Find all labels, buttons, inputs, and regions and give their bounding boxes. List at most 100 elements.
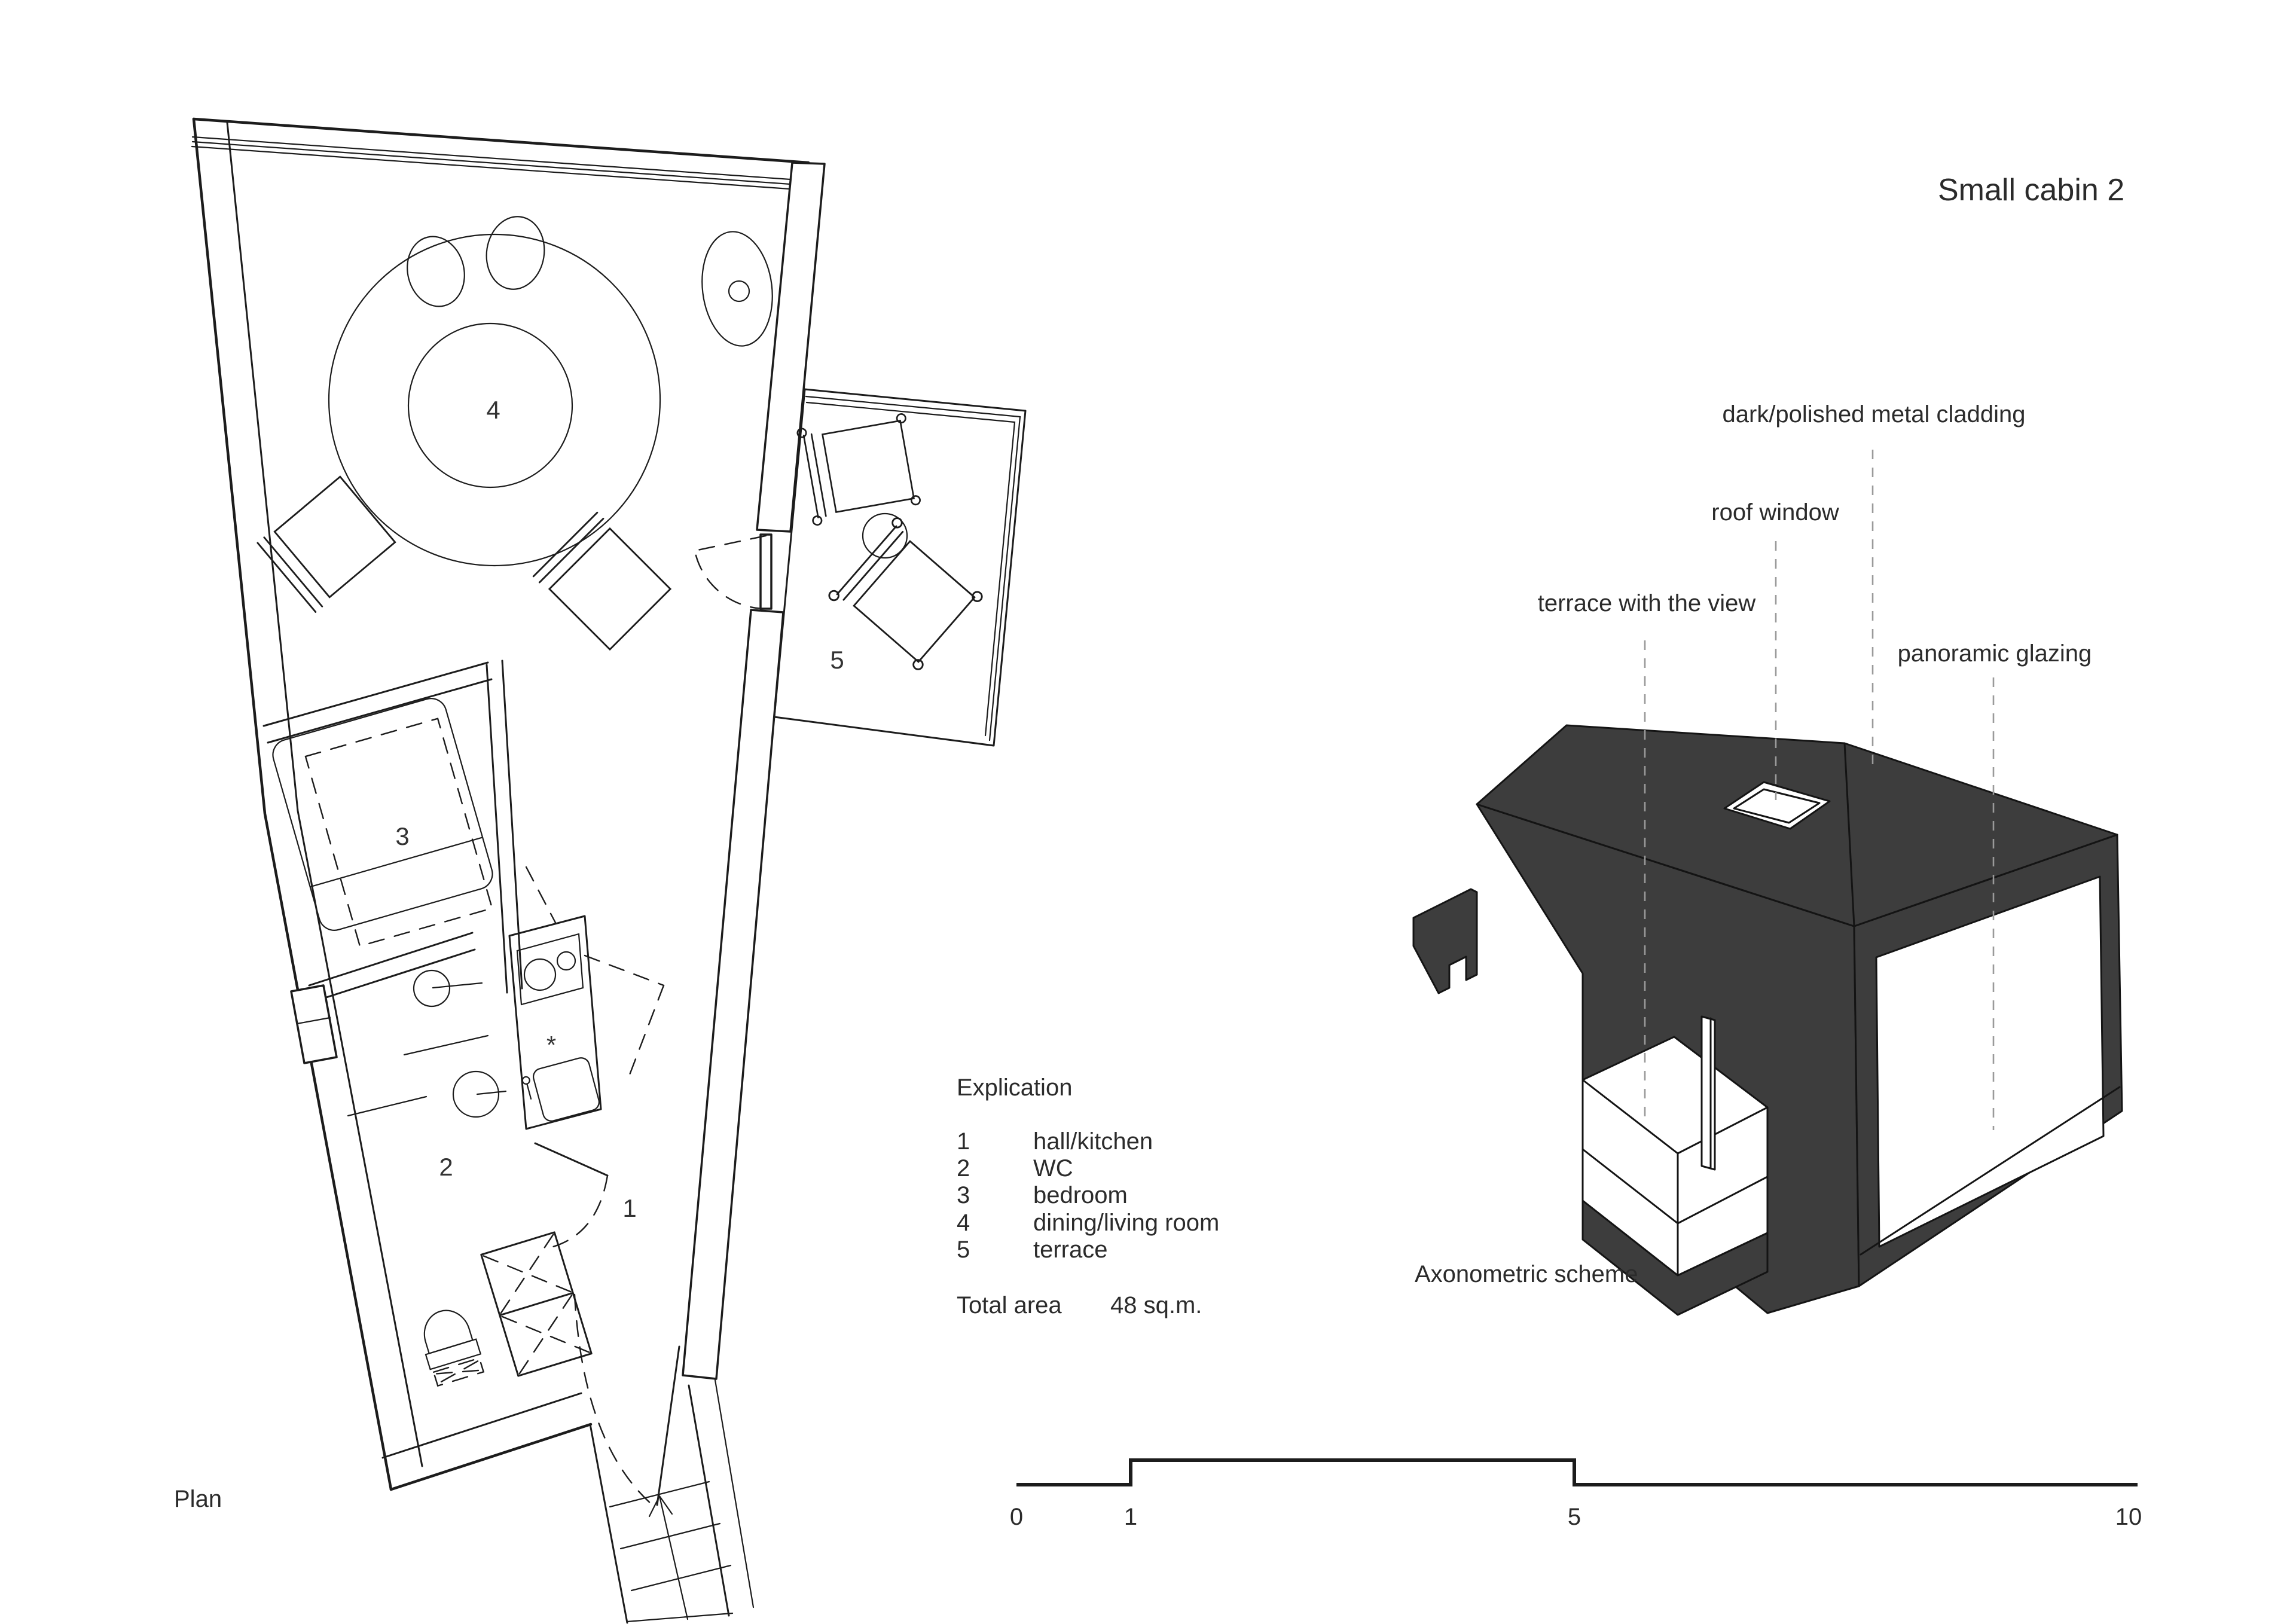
- stairs-center-line: [658, 1495, 689, 1620]
- left-wall-outer: [192, 117, 393, 1491]
- axonometric-scheme: dark/polished metal cladding roof window…: [1412, 401, 2123, 1316]
- entry-door-swing: [573, 1293, 657, 1509]
- stairs-bottom: [626, 1612, 734, 1623]
- wc-shelf-line-1: [403, 1034, 489, 1056]
- stairs-arrow-left: [648, 1495, 661, 1518]
- scale-bar: 0 1 5 10: [1010, 1458, 2142, 1530]
- kitchen-burner-large: [523, 958, 557, 991]
- window-band-upper: [756, 161, 826, 533]
- room-label-5: 5: [830, 646, 844, 674]
- terrace-lounge-chair-2: [828, 517, 983, 670]
- hall-door-leaf: [534, 1142, 609, 1177]
- axon-roof-hip-edge: [1843, 742, 1855, 927]
- dining-chair-ellipse-2: [486, 216, 545, 290]
- kitchen-cabinet-swing-1: [584, 954, 665, 987]
- scale-tick-0: 0: [1010, 1504, 1023, 1530]
- wc-basin-1-arm: [432, 982, 483, 989]
- room-label-3: 3: [395, 822, 409, 850]
- axon-terrace-plinth: [1581, 1199, 1769, 1316]
- stairs-tread-2: [619, 1522, 721, 1550]
- axon-porch-block: [1412, 888, 1478, 994]
- explication-heading: Explication: [957, 1074, 1072, 1101]
- annotation-glazing: panoramic glazing: [1898, 640, 2092, 667]
- terrace-door-leaf: [759, 533, 773, 610]
- partition-kitchen-west-2: [501, 660, 523, 990]
- kitchen-burner-small: [556, 951, 576, 971]
- axon-door-slit: [1700, 1015, 1716, 1171]
- floor-lamp: [701, 231, 773, 347]
- top-wall-glazing-1: [191, 136, 808, 182]
- explication-item-label: dining/living room: [1033, 1210, 1219, 1236]
- explication-total-value: 48 sq.m.: [1110, 1292, 1202, 1318]
- bottom-wall-inner: [381, 1392, 582, 1459]
- partition-bedroom-north-1: [262, 661, 489, 727]
- scale-tick-5: 5: [1568, 1504, 1581, 1530]
- kitchen-sink: [521, 1057, 600, 1122]
- explication-item-label: WC: [1033, 1155, 1073, 1182]
- wc-basin-2-arm: [476, 1090, 507, 1095]
- annotation-terrace: terrace with the view: [1538, 590, 1756, 616]
- terrace-door-swing-arc: [694, 550, 767, 610]
- explication-item-label: bedroom: [1033, 1182, 1128, 1208]
- wc-shelf-line-2: [347, 1095, 428, 1117]
- stairs-rail-right-outer: [714, 1379, 755, 1608]
- wc-basin-1: [413, 969, 451, 1008]
- axon-roof-window: [1723, 781, 1831, 830]
- partition-wc-north-1: [308, 932, 474, 987]
- left-wall-inner: [226, 121, 423, 1467]
- annotation-roof-window: roof window: [1711, 499, 1839, 526]
- stairs-tread-3: [630, 1564, 732, 1592]
- window-band-lower: [682, 609, 784, 1380]
- sheet-title: Small cabin 2: [1938, 173, 2124, 207]
- dining-chair-bottom: [532, 511, 672, 651]
- left-wall-window: [290, 984, 338, 1064]
- floor-plan: * 1 2 3 4 5 Plan: [174, 117, 1027, 1624]
- kitchen-cabinet-swing-3: [525, 866, 557, 925]
- axon-terrace-deck-edges: [1581, 1079, 1769, 1277]
- top-wall-glazing-2: [191, 141, 808, 187]
- kitchen-cabinet-swing-2: [628, 984, 665, 1077]
- explication-block: Explication 1 hall/kitchen 2 WC 3 bedroo…: [957, 1074, 1219, 1318]
- dining-chair-left: [257, 475, 396, 613]
- kitchen-counter: [508, 915, 602, 1130]
- dining-chair-ellipse-1: [407, 236, 465, 307]
- explication-item-num: 5: [957, 1237, 970, 1263]
- terrace-deck: [773, 388, 1027, 747]
- room-label-2: 2: [439, 1153, 453, 1181]
- explication-item-num: 2: [957, 1155, 970, 1182]
- wc-basin-2: [452, 1070, 500, 1118]
- annotation-cladding: dark/polished metal cladding: [1723, 401, 2026, 428]
- terrace-deck-edge-1: [805, 395, 1021, 741]
- plan-caption: Plan: [174, 1486, 222, 1512]
- terrace-lounge-chair-1: [796, 413, 921, 526]
- axon-roof-window-frame: [1733, 788, 1821, 824]
- stairs-arrow-right: [658, 1495, 673, 1515]
- dining-carpet: [328, 233, 661, 567]
- hall-door-swing: [552, 1174, 609, 1248]
- explication-item-label: hall/kitchen: [1033, 1128, 1153, 1155]
- top-wall-glazing-3: [191, 145, 808, 191]
- room-label-4: 4: [486, 396, 500, 424]
- stairs-rail-right: [688, 1384, 730, 1617]
- floor-lamp-bulb: [728, 280, 750, 303]
- explication-total-label: Total area: [957, 1292, 1062, 1318]
- stairs-rail-left: [589, 1423, 628, 1624]
- hall-closet: [480, 1231, 593, 1377]
- explication-item-label: terrace: [1033, 1237, 1108, 1263]
- axon-plinth-line: [1860, 1086, 2121, 1256]
- partition-wc-north-2: [310, 948, 476, 1003]
- explication-item-num: 1: [957, 1128, 970, 1155]
- top-wall-outer: [192, 117, 810, 164]
- scale-tick-1: 1: [1124, 1504, 1137, 1530]
- stairs-tread-1: [609, 1480, 710, 1508]
- bed: [272, 698, 493, 931]
- kitchen-stove: [516, 933, 584, 1006]
- axon-roof: [1476, 724, 2118, 927]
- bedroom-skylight-dashed: [304, 718, 493, 947]
- bottom-wall-outer: [389, 1422, 593, 1491]
- room-label-1: 1: [622, 1194, 636, 1222]
- terrace-deck-edge-2: [805, 401, 1016, 737]
- scale-tick-10: 10: [2115, 1504, 2142, 1530]
